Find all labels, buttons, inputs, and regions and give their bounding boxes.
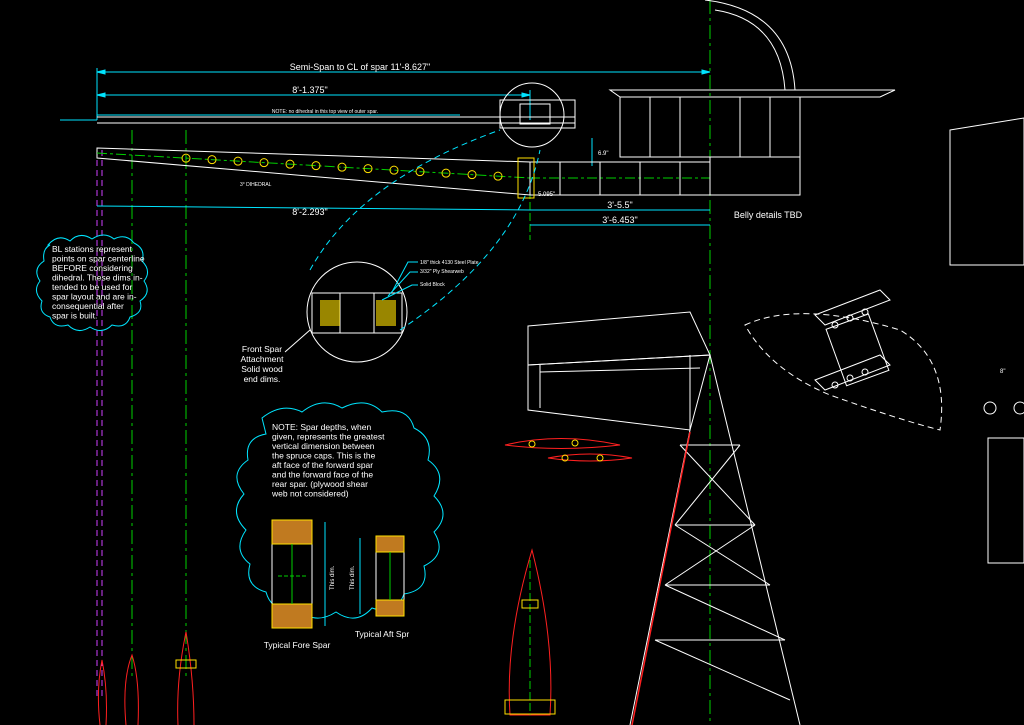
bl_stations-line: dihedral. These dims in- xyxy=(52,273,143,283)
spar-bolt-marker xyxy=(389,165,399,175)
bl_stations-line: BEFORE considering xyxy=(52,263,133,273)
dim-semi-span: Semi-Span to CL of spar 11'-8.627" xyxy=(290,62,431,72)
detail-hatch xyxy=(320,300,396,326)
bl_stations-line: consequential after xyxy=(52,301,124,311)
dim-right-1: 3'-5.5" xyxy=(607,200,632,210)
bottom-spar-views xyxy=(97,548,556,725)
bracket-detail xyxy=(744,289,943,431)
bl_stations-line: BL stations represent xyxy=(52,244,133,254)
spar_depth-line: NOTE: Spar depths, when xyxy=(272,422,371,432)
dim-note-no-dihedral: NOTE: no dihedral in this top view of ou… xyxy=(272,109,378,115)
airfoil-sections xyxy=(504,438,633,462)
bl_stations-line: spar is built. xyxy=(52,311,97,321)
gear-tower-red-edge xyxy=(631,431,691,725)
spar_depth-line: aft face of the forward spar xyxy=(272,460,373,470)
spar_depth-line: the spruce caps. This is the xyxy=(272,451,376,461)
spar-bolt-marker xyxy=(311,161,321,171)
bl_stations-line: tended to be used for xyxy=(52,282,133,292)
front-spar-line-4: end dims. xyxy=(244,374,281,384)
spar-bolt-marker xyxy=(441,168,451,178)
fuselage-section xyxy=(608,0,1024,564)
spar-bolt-marker xyxy=(181,153,191,163)
detail-leaders xyxy=(309,129,541,331)
dim-bottom: 8'-2.293" xyxy=(292,207,327,217)
detail-circles xyxy=(306,82,565,363)
spar-bolt-marker xyxy=(415,167,425,177)
wing-root-box xyxy=(527,311,711,431)
bl_stations-line: spar layout and are in- xyxy=(52,292,137,302)
spar_depth-line: vertical dimension between xyxy=(272,441,375,451)
callout-leaders xyxy=(381,261,418,301)
label-typical-aft-spar: Typical Aft Spr xyxy=(355,629,409,639)
gear-tower xyxy=(629,354,801,725)
spar-bolt-marker xyxy=(363,164,373,174)
label-typical-fore-spar: Typical Fore Spar xyxy=(264,640,331,650)
callout-steel-plate: 1/8" thick 4130 Steel Plate xyxy=(420,260,479,266)
front-spar-line-2: Attachment xyxy=(241,354,285,364)
callout-shearweb: 3/32" Ply Shearweb xyxy=(420,269,464,275)
callout-solid-block: Solid Block xyxy=(420,282,445,288)
dim-spar-depth: 6.9" xyxy=(598,151,608,157)
spar-bolt-marker xyxy=(467,170,477,180)
spar-bolt-marker xyxy=(233,156,243,166)
dimension-lines xyxy=(60,68,711,226)
spar_depth-line: rear spar. (plywood shear xyxy=(272,479,368,489)
spar-bolt-marker xyxy=(285,159,295,169)
belly-label: Belly details TBD xyxy=(734,210,803,220)
dim-dihedral: 3° DIHEDRAL xyxy=(240,182,272,188)
spar-bolt-marker xyxy=(259,158,269,168)
spar-bolt-marker xyxy=(337,162,347,172)
spar_depth-line: web not considered) xyxy=(271,489,349,499)
front-spar-note: Front Spar Attachment Solid wood end dim… xyxy=(241,329,311,384)
main-spar-elevation xyxy=(96,147,711,199)
spar-bolt-marker xyxy=(207,155,217,165)
dim-inner: 8'-1.375" xyxy=(292,85,327,95)
dim-upper-right-tick: 8" xyxy=(1000,369,1005,375)
spar-bolt-markers xyxy=(181,153,503,181)
dim-right-2: 3'-6.453" xyxy=(602,215,637,225)
this-dim-fore: This dim. xyxy=(330,565,336,590)
centerlines xyxy=(96,0,711,725)
spar_depth-line: given, represents the greatest xyxy=(272,432,385,442)
typical-aft-spar xyxy=(359,535,405,617)
spar_depth-line: and the forward face of the xyxy=(272,470,373,480)
spar-bolt-marker xyxy=(493,171,503,181)
front-spar-line-1: Front Spar xyxy=(242,344,282,354)
this-dim-aft: This dim. xyxy=(350,565,356,590)
bl_stations-line: points on spar centerline xyxy=(52,254,145,264)
typical-fore-spar xyxy=(271,519,326,629)
front-spar-line-3: Solid wood xyxy=(241,364,283,374)
